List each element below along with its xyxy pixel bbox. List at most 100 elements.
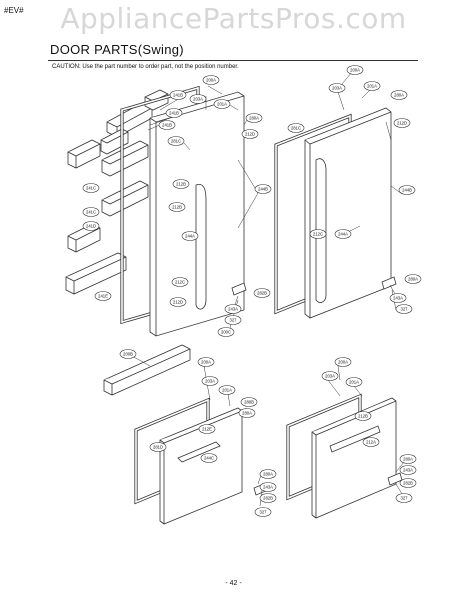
part-callout-212d: 212D [393, 118, 411, 128]
callout-bubble [259, 482, 277, 492]
callout-label: 243A [393, 296, 403, 301]
part-callout-203a: 203A [189, 94, 207, 104]
title-rule [48, 60, 418, 61]
callout-bubble [82, 207, 100, 217]
part-callout-282b: 282B [259, 493, 277, 503]
callout-label: 280A [403, 457, 413, 462]
part-callout-212b: 212B [354, 411, 372, 421]
callout-label: 203A [193, 97, 203, 102]
callout-bubble [259, 469, 277, 479]
callout-bubble [393, 118, 411, 128]
callout-label: 280A [394, 93, 404, 98]
callout-bubble [238, 408, 256, 418]
part-callout-203a: 203A [328, 83, 346, 93]
callout-label: 241C [86, 210, 96, 215]
callout-label: 327 [230, 318, 238, 323]
part-callout-243a: 243A [399, 465, 417, 475]
callout-label: 201A [222, 388, 232, 393]
callout-bubble [171, 277, 189, 287]
callout-bubble [201, 376, 219, 386]
callout-label: 201A [217, 102, 227, 107]
part-callout-212c: 212C [309, 229, 327, 239]
part-callout-244b: 244B [254, 184, 272, 194]
page-number: - 42 - [225, 580, 242, 587]
callout-bubble [149, 442, 167, 452]
callout-label: 281D [153, 445, 163, 450]
part-callout-243a: 243A [389, 293, 407, 303]
part-callout-200a: 200A [197, 357, 215, 367]
callout-bubble [213, 99, 231, 109]
callout-label: 282B [257, 291, 267, 296]
callout-bubble [253, 288, 271, 298]
part-callout-201a: 201A [363, 81, 381, 91]
callout-label: 327 [260, 510, 268, 515]
callout-bubble [168, 202, 186, 212]
callout-bubble [82, 183, 100, 193]
part-callout-203a: 203A [201, 376, 219, 386]
callout-label: 212E [202, 427, 212, 432]
callout-bubble [395, 304, 413, 314]
part-callout-282b: 282B [253, 288, 271, 298]
callout-bubble [399, 478, 417, 488]
part-callout-212d: 212D [241, 129, 259, 139]
callout-label: 212D [397, 121, 407, 126]
callout-label: 281C [171, 139, 181, 144]
part-callout-212e: 212E [198, 424, 216, 434]
part-callout-280a: 280A [259, 469, 277, 479]
part-callout-244b: 244B [398, 185, 416, 195]
part-callout-212c: 212C [171, 277, 189, 287]
part-callout-280a: 280A [399, 454, 417, 464]
callout-label: 282B [263, 496, 273, 501]
callout-label: 241D [86, 224, 96, 229]
callout-label: 282B [403, 481, 413, 486]
callout-bubble [362, 437, 380, 447]
callout-label: 243A [403, 468, 413, 473]
part-callout-200a: 200A [334, 357, 352, 367]
callout-bubble [345, 377, 363, 387]
door-bin-4 [101, 140, 149, 177]
part-callout-200c: 200C [217, 327, 235, 337]
callout-bubble [389, 293, 407, 303]
callout-bubble [328, 83, 346, 93]
part-callout-280a: 280A [238, 408, 256, 418]
part-callout-244a: 244A [334, 229, 352, 239]
callout-group: 200A241B203A241B201A280A241B212D281C212B… [82, 65, 422, 517]
part-callout-243a: 243A [224, 304, 242, 314]
callout-bubble [165, 108, 183, 118]
callout-label: 203A [325, 374, 335, 379]
callout-bubble [94, 291, 112, 301]
callout-bubble [241, 129, 259, 139]
part-callout-201a: 201A [345, 377, 363, 387]
lower-right-door-panel [311, 397, 397, 519]
callout-label: 212C [175, 280, 185, 285]
callout-bubble [309, 229, 327, 239]
right-door-panel [304, 107, 392, 319]
part-callout-241d: 241D [82, 221, 100, 231]
callout-label: 241B [162, 123, 172, 128]
callout-label: 280A [242, 411, 252, 416]
part-callout-282b: 282B [399, 478, 417, 488]
callout-bubble [259, 493, 277, 503]
watermark: AppliancePartsPros.com [60, 2, 407, 35]
callout-bubble [390, 90, 408, 100]
lower-door-bin [103, 344, 191, 396]
callout-bubble [119, 349, 137, 359]
callout-bubble [240, 397, 258, 407]
page-title: DOOR PARTS(Swing) [50, 42, 184, 57]
caution-note: CAUTION: Use the part number to order pa… [52, 64, 239, 70]
part-callout-203a: 203A [321, 371, 339, 381]
callout-label: 244A [338, 232, 348, 237]
callout-label: 327 [401, 307, 409, 312]
callout-label: 281C [291, 126, 301, 131]
door-bin-3 [67, 139, 101, 169]
callout-bubble [218, 385, 236, 395]
callout-label: 241B [173, 93, 183, 98]
callout-bubble [217, 327, 235, 337]
part-callout-200a: 200A [202, 75, 220, 85]
callout-bubble [169, 90, 187, 100]
part-callout-327: 327 [224, 315, 242, 325]
part-callout-281c: 281C [167, 136, 185, 146]
callout-bubble [189, 94, 207, 104]
callout-bubble [334, 357, 352, 367]
